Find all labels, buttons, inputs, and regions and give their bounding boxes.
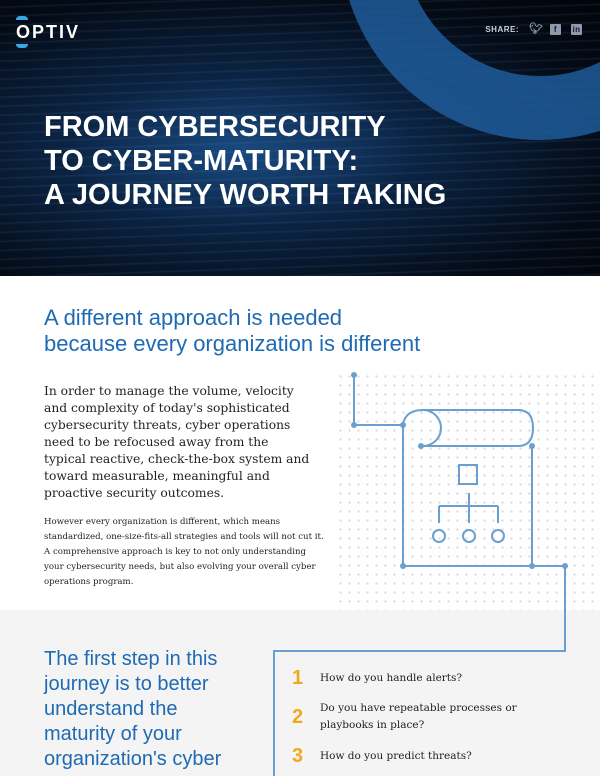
facebook-icon[interactable]: f [550,24,561,35]
title-line: TO CYBER-MATURITY: [44,145,359,177]
share-bar: SHARE: 🐦︎ f in [485,24,582,35]
dot-grid-pattern [336,372,600,610]
question-item: 3 How do you predict threats? [292,745,540,768]
question-number: 2 [292,706,304,728]
intro-paragraph: In order to manage the volume, velocity … [44,384,310,500]
page-title: FROM CYBERSECURITY TO CYBER-MATURITY: A … [44,110,446,212]
share-label: SHARE: [485,25,519,34]
optiv-logo[interactable]: OPTIV [16,16,81,48]
heading-line: because every organization is different [44,331,421,356]
logo-mark-icon [16,44,28,48]
title-line: FROM CYBERSECURITY [44,111,386,143]
logo-text: OPTIV [16,22,81,42]
questions-section [0,610,600,776]
question-text: How do you predict threats? [320,750,472,762]
question-item: 1 How do you handle alerts? [292,667,540,690]
heading-line: A different approach is needed [44,305,343,330]
body-paragraph: However every organization is different,… [44,517,324,587]
section-heading: A different approach is needed because e… [44,305,420,357]
question-number: 3 [292,745,304,767]
hero-banner: OPTIV SHARE: 🐦︎ f in FROM CYBERSECURITY … [0,0,600,276]
twitter-icon[interactable]: 🐦︎ [529,23,544,35]
question-text: How do you handle alerts? [320,672,463,684]
title-line: A JOURNEY WORTH TAKING [44,179,447,211]
linkedin-icon[interactable]: in [571,24,582,35]
question-number: 1 [292,667,304,689]
question-text: Do you have repeatable processes or play… [320,702,517,731]
section2-heading: The first step in this journey is to bet… [44,648,222,770]
question-item: 2 Do you have repeatable processes or pl… [292,700,540,734]
